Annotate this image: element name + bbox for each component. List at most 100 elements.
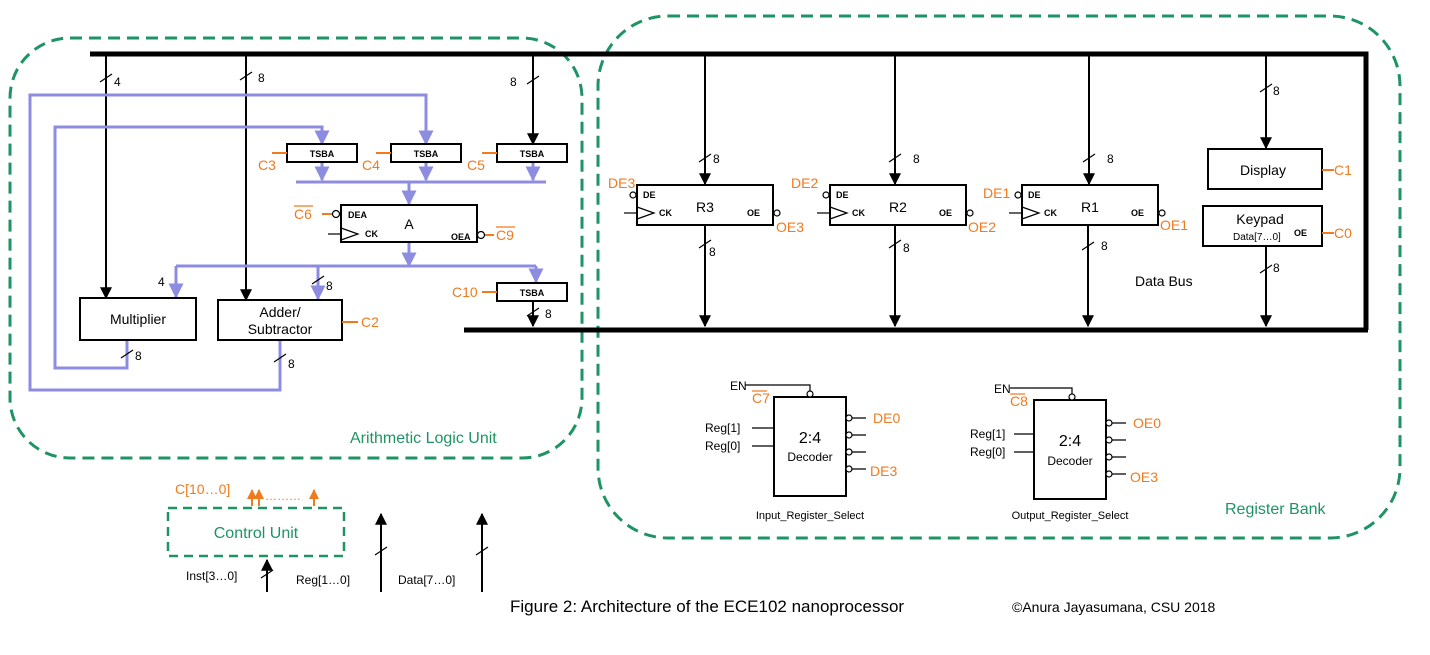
register-bank-group-label: Register Bank: [1225, 501, 1326, 518]
inversion-bubble-icon: [966, 209, 974, 217]
en-wire: [745, 384, 811, 391]
reg0-pin: Reg[0]: [970, 445, 1005, 459]
de3-output-signal: DE3: [870, 463, 897, 479]
width-tick: [1082, 153, 1096, 163]
inversion-bubble-icon: [845, 431, 853, 439]
clock-triangle-icon: [1021, 206, 1041, 220]
reg1-pin: Reg[1]: [705, 421, 740, 435]
width-tick: [273, 353, 287, 363]
inversion-bubble-icon: [845, 465, 853, 473]
en-pin: EN: [994, 382, 1011, 396]
width-tick: [311, 275, 325, 285]
control-bus-label: C[10…0]: [175, 481, 230, 497]
en-wire: [1010, 387, 1073, 394]
r2-label: R2: [889, 199, 907, 215]
subtractor-label: Subtractor: [248, 321, 313, 337]
acc-label: A: [404, 216, 414, 232]
keypad-block: [1202, 205, 1323, 247]
r3-label: R3: [696, 199, 714, 215]
width-label: 8: [135, 349, 142, 363]
width-label: 8: [1101, 239, 1108, 253]
data-bus-label: Data Bus: [1135, 273, 1193, 289]
c10-signal: C10: [452, 284, 478, 300]
adder-label: Adder/: [259, 304, 300, 320]
ck-pin: CK: [365, 229, 378, 239]
clock-triangle-icon: [636, 206, 656, 220]
oe2-signal: OE2: [968, 219, 996, 235]
c4-signal: C4: [362, 157, 380, 173]
control-signal-ellipsis: ………: [265, 489, 301, 503]
width-label: 8: [713, 152, 720, 166]
multiplier-label: Multiplier: [110, 311, 166, 327]
de2-signal: DE2: [791, 175, 818, 191]
oea-pin: OEA: [451, 232, 471, 242]
display-label: Display: [1240, 162, 1286, 178]
display-block: [1207, 148, 1323, 190]
de-pin: DE: [1028, 190, 1041, 200]
width-label: 8: [709, 245, 716, 259]
adder-subtractor-block: [217, 299, 343, 341]
tsba-label: TSBA: [310, 149, 335, 159]
de-pin: DE: [836, 190, 849, 200]
width-tick: [99, 73, 113, 83]
inversion-bubble-icon: [1068, 393, 1076, 401]
de1-signal: DE1: [983, 185, 1010, 201]
width-label: 4: [158, 275, 165, 289]
c7-signal: C7: [752, 390, 770, 406]
ck-pin: CK: [1044, 208, 1057, 218]
oe-pin: OE: [1131, 208, 1144, 218]
oe3-output-signal: OE3: [1130, 469, 1158, 485]
c3-signal: C3: [258, 157, 276, 173]
reg-input-label: Reg[1…0]: [296, 573, 350, 587]
keypad-data-label: Data[7…0]: [1233, 232, 1281, 243]
control-unit-label: Control Unit: [214, 525, 299, 542]
width-tick: [239, 71, 253, 81]
clock-triangle-icon: [340, 227, 360, 241]
width-label: 8: [545, 307, 552, 321]
adder-feedback-wire: [28, 93, 434, 392]
inversion-bubble-icon: [331, 209, 341, 219]
width-tick: [1259, 264, 1273, 274]
output-register-select-label: Output_Register_Select: [1012, 510, 1129, 522]
c8-signal: C8: [1010, 393, 1028, 409]
inversion-bubble-icon: [806, 390, 814, 398]
inversion-bubble-icon: [1014, 191, 1022, 199]
tsba-label: TSBA: [414, 149, 439, 159]
c1-signal: C1: [1334, 162, 1352, 178]
width-label: 8: [1273, 84, 1280, 98]
width-tick: [698, 239, 712, 249]
top-data-bus: [90, 51, 1369, 330]
oe-pin: OE: [939, 208, 952, 218]
en-pin: EN: [730, 379, 747, 393]
data-input-label: Data[7…0]: [398, 573, 455, 587]
width-tick: [888, 239, 902, 249]
de3-signal: DE3: [608, 175, 635, 191]
width-tick: [698, 153, 712, 163]
inst-input-label: Inst[3…0]: [186, 569, 237, 583]
inversion-bubble-icon: [1105, 453, 1113, 461]
input-register-select-label: Input_Register_Select: [756, 510, 864, 522]
reg0-pin: Reg[0]: [705, 439, 740, 453]
width-tick: [1081, 241, 1095, 251]
decoder-ratio: 2:4: [799, 430, 821, 447]
inversion-bubble-icon: [1105, 470, 1113, 478]
width-label: 8: [913, 152, 920, 166]
width-tick: [120, 349, 134, 359]
c6-signal: C6: [294, 206, 312, 222]
output-register-decoder: [1033, 399, 1107, 500]
multiplier-feedback-wire: [53, 125, 330, 370]
width-label: 4: [114, 75, 121, 89]
c5-signal: C5: [467, 157, 485, 173]
tsba-label: TSBA: [520, 288, 545, 298]
oe0-signal: OE0: [1133, 415, 1161, 431]
width-tick: [526, 75, 540, 85]
inversion-bubble-icon: [1105, 419, 1113, 427]
width-label: 8: [903, 241, 910, 255]
input-register-decoder: [773, 396, 847, 497]
register-r3: [636, 184, 774, 226]
width-tick: [526, 307, 540, 317]
de0-signal: DE0: [873, 410, 900, 426]
register-r2: [829, 184, 967, 226]
alu-group-outline: [8, 36, 584, 460]
